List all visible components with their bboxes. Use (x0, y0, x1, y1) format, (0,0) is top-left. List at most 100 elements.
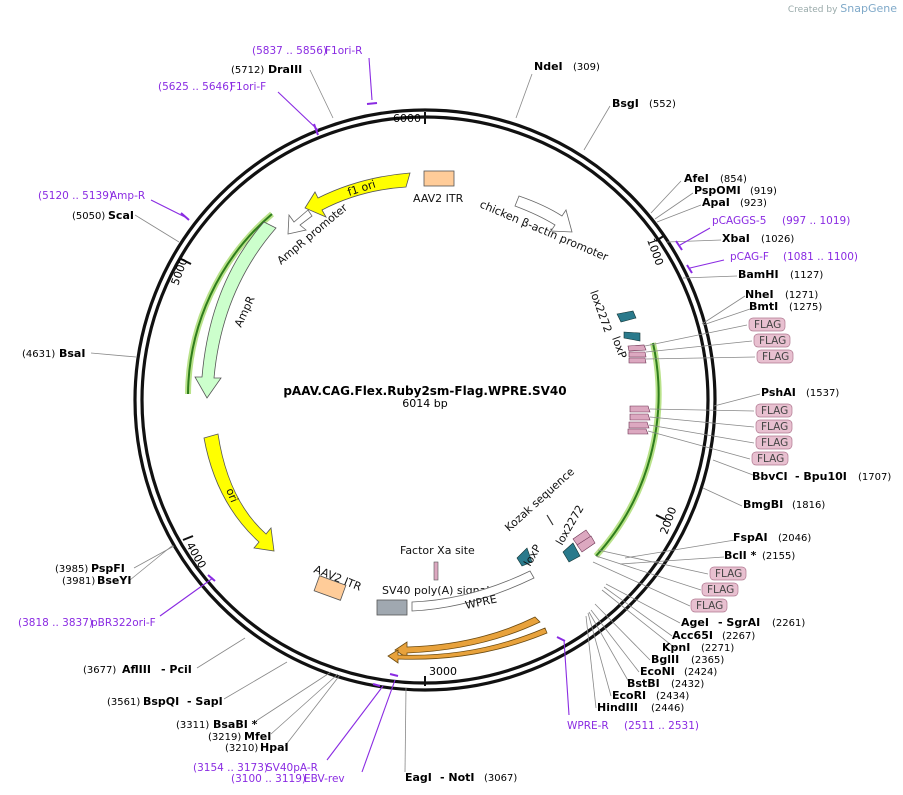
site-acc65i[interactable]: Acc65I (672, 629, 713, 642)
site-bsgi[interactable]: BsgI (612, 97, 639, 110)
site-scai[interactable]: ScaI (108, 209, 134, 222)
primer-ebv-rev-range: (3100 .. 3119) (231, 773, 306, 785)
site-hindiii[interactable]: HindIII (597, 701, 638, 714)
flag-label-1[interactable]: FLAG (754, 319, 781, 331)
sv40-polya-box[interactable] (376, 599, 408, 616)
site-pshai-pos: (1537) (806, 388, 839, 399)
primer-f1ori-f[interactable]: F1ori-F (230, 81, 266, 93)
site-ndei[interactable]: NdeI (534, 60, 563, 73)
site-apai[interactable]: ApaI (702, 196, 730, 209)
site-bsai-pos: (4631) (22, 349, 55, 360)
primer-pcag-f[interactable]: pCAG-F (730, 251, 769, 263)
site-bmti-pos: (1275) (789, 302, 822, 313)
primer-amp-r-range: (5120 .. 5139) (38, 190, 113, 202)
site-hindiii-pos: (2446) (651, 703, 684, 714)
aav2-itr-bottom-box[interactable] (313, 575, 347, 601)
lox2272-top-marker[interactable] (616, 310, 637, 323)
site-nhei[interactable]: NheI (745, 288, 774, 301)
primer-wpre-r[interactable]: WPRE-R (567, 720, 609, 732)
site-xbai[interactable]: XbaI (722, 232, 750, 245)
site-pcii[interactable]: - PciI (161, 663, 192, 676)
lox2272-bottom-marker[interactable] (562, 542, 581, 563)
site-afei[interactable]: AfeI (684, 172, 709, 185)
site-ndei-pos: (309) (573, 62, 600, 73)
site-pspfi[interactable]: PspFI (91, 562, 125, 575)
site-econi[interactable]: EcoNI (640, 665, 675, 678)
site-noti[interactable]: - NotI (440, 771, 475, 784)
ampr-promoter-arrow[interactable] (287, 209, 313, 235)
tick-6000: 6000 (393, 112, 421, 125)
site-bglii[interactable]: BglII (651, 653, 679, 666)
factor-xa-marker (433, 561, 439, 581)
site-bmti[interactable]: BmtI (749, 300, 778, 313)
site-afliii[interactable]: AflIII (122, 663, 151, 676)
flag-label-2[interactable]: FLAG (759, 335, 786, 347)
site-hpai[interactable]: HpaI (260, 741, 289, 754)
primer-f1ori-r[interactable]: F1ori-R (325, 45, 362, 57)
site-kpni[interactable]: KpnI (662, 641, 690, 654)
site-bcli[interactable]: BclI * (724, 549, 757, 562)
site-pshai[interactable]: PshAI (761, 386, 796, 399)
primer-f1ori-f-range: (5625 .. 5646) (158, 81, 233, 93)
site-bbvci-pos: (1707) (858, 472, 891, 483)
ori-arrow[interactable] (203, 433, 275, 552)
primer-pbr322ori-f-range: (3818 .. 3837) (18, 617, 93, 629)
site-bseyi[interactable]: BseYI (97, 574, 131, 587)
site-fspai[interactable]: FspAI (733, 531, 768, 544)
site-mfei[interactable]: MfeI (244, 730, 271, 743)
flag-label-9[interactable]: FLAG (707, 584, 734, 596)
site-sapi[interactable]: - SapI (187, 695, 223, 708)
created-by-text: Created by (787, 5, 838, 15)
primer-pcaggs-5[interactable]: pCAGGS-5 (712, 215, 766, 227)
flag-label-10[interactable]: FLAG (696, 600, 723, 612)
site-draiii-pos: (5712) (231, 65, 264, 76)
site-draiii[interactable]: DraIII (268, 63, 302, 76)
orange-feature-1[interactable] (394, 616, 541, 659)
site-pspomi[interactable]: PspOMI (694, 184, 741, 197)
site-eagi[interactable]: EagI (405, 771, 432, 784)
orange-feature-2[interactable] (387, 627, 548, 664)
site-bstbi[interactable]: BstBI (627, 677, 660, 690)
wpre-arrow[interactable] (411, 570, 535, 612)
site-bpu10i[interactable]: - Bpu10I (795, 470, 847, 483)
flag-label-5[interactable]: FLAG (761, 421, 788, 433)
flag-leader-lines (592, 324, 756, 607)
ampr-label: AmpR (232, 294, 258, 330)
tick-3000: 3000 (429, 665, 457, 678)
site-bbvci[interactable]: BbvCI (752, 470, 788, 483)
ampr-arrow[interactable] (194, 221, 277, 399)
chicken-actin-arrow[interactable] (514, 195, 573, 233)
sv40-polya-label: SV40 poly(A) signal (382, 584, 489, 597)
primer-amp-r[interactable]: Amp-R (110, 190, 145, 202)
site-bamhi-pos: (1127) (790, 270, 823, 281)
site-agei[interactable]: AgeI (681, 616, 709, 629)
site-ecori-pos: (2434) (656, 691, 689, 702)
loxp-bottom-marker[interactable] (516, 547, 533, 567)
loxp-bottom-label: loxP (521, 542, 544, 568)
flag-label-6[interactable]: FLAG (761, 437, 788, 449)
site-ecori[interactable]: EcoRI (612, 689, 646, 702)
site-bmgbi[interactable]: BmgBI (743, 498, 783, 511)
primer-ebv-rev[interactable]: EBV-rev (304, 773, 345, 785)
aav2-itr-top-box[interactable] (423, 170, 455, 187)
f1-ori-arrow[interactable] (304, 172, 411, 218)
site-bsabi[interactable]: BsaBI * (213, 718, 258, 731)
site-eagi-pos: (3067) (484, 773, 517, 784)
flag-label-8[interactable]: FLAG (715, 568, 742, 580)
flag-label-4[interactable]: FLAG (761, 405, 788, 417)
site-leader-lines (90, 69, 762, 773)
primer-pcaggs-5-range: (997 .. 1019) (782, 215, 850, 227)
primer-marks (180, 102, 693, 687)
site-bsai[interactable]: BsaI (59, 347, 85, 360)
loxp-top-marker[interactable] (623, 331, 641, 342)
primer-sv40pa-r[interactable]: SV40pA-R (266, 762, 318, 774)
site-bstbi-pos: (2432) (671, 679, 704, 690)
site-bspqi[interactable]: BspQI (143, 695, 179, 708)
flag-label-7[interactable]: FLAG (757, 453, 784, 465)
primer-pbr322ori-f[interactable]: pBR322ori-F (91, 617, 156, 629)
site-fspai-pos: (2046) (778, 533, 811, 544)
flag-label-3[interactable]: FLAG (762, 351, 789, 363)
site-bamhi[interactable]: BamHI (738, 268, 779, 281)
site-sgrai[interactable]: - SgrAI (718, 616, 760, 629)
